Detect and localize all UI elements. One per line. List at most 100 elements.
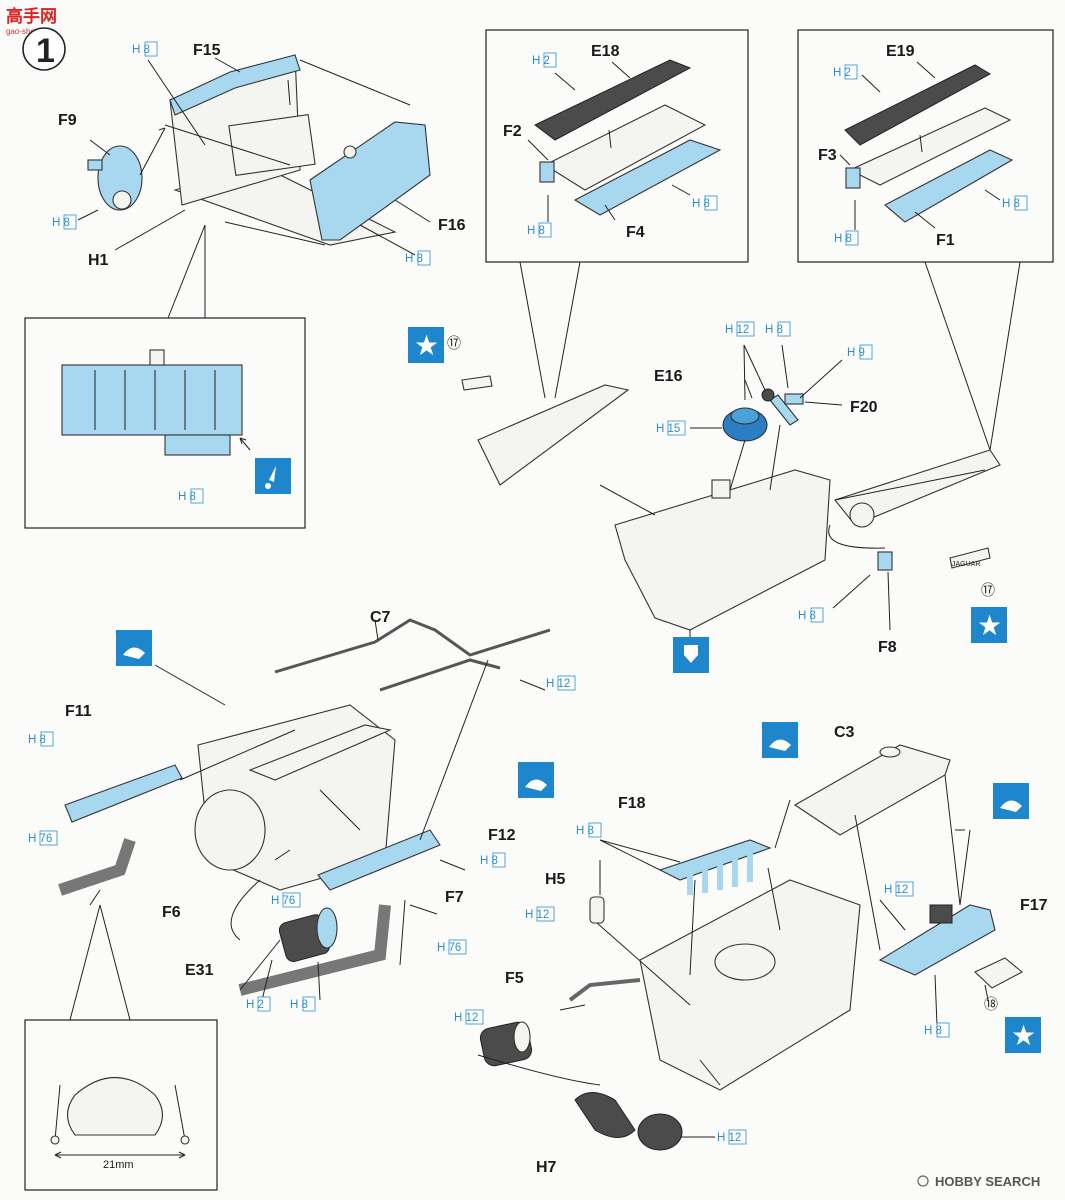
svg-text:H 8: H 8 bbox=[576, 825, 594, 837]
code-h12-d: H 12 bbox=[884, 881, 914, 897]
inset-engine-side bbox=[61, 349, 251, 456]
step-number: 1 bbox=[36, 32, 55, 70]
cam-cover-right bbox=[839, 61, 1014, 230]
code-h12-b: H 12 bbox=[546, 675, 576, 691]
label-h1: H1 bbox=[88, 252, 109, 269]
code-h8-c: H 8 bbox=[405, 250, 431, 266]
label-f20: F20 bbox=[850, 399, 878, 416]
svg-text:H 12: H 12 bbox=[454, 1012, 478, 1024]
svg-text:H 2: H 2 bbox=[532, 55, 550, 67]
detail-inset-2 bbox=[24, 1019, 218, 1191]
svg-text:H 8: H 8 bbox=[798, 610, 816, 622]
code-h8-e: H 8 bbox=[527, 222, 552, 238]
code-h8-b: H 8 bbox=[52, 214, 77, 230]
code-h8-h: H 8 bbox=[1002, 195, 1028, 211]
star-icon-c: ★ bbox=[1005, 1017, 1041, 1053]
code-h8-m: H 8 bbox=[290, 996, 316, 1012]
code-h2-a: H 2 bbox=[532, 52, 557, 68]
detail-box-cam-cover-left bbox=[485, 29, 749, 263]
svg-text:H 8: H 8 bbox=[52, 217, 70, 229]
svg-text:⑰: ⑰ bbox=[447, 335, 461, 351]
svg-text:★: ★ bbox=[414, 329, 439, 362]
svg-text:H 8: H 8 bbox=[405, 253, 423, 265]
label-f1: F1 bbox=[936, 232, 955, 249]
label-e19: E19 bbox=[886, 43, 915, 60]
part-e19 bbox=[844, 64, 992, 146]
cam-cover-right-installed bbox=[834, 449, 1001, 526]
code-h12-f: H 12 bbox=[717, 1129, 747, 1145]
code-h8-a: H 8 bbox=[132, 41, 158, 57]
label-f6: F6 bbox=[162, 904, 181, 921]
svg-text:H 15: H 15 bbox=[656, 423, 680, 435]
cap bbox=[343, 145, 357, 159]
label-f8: F8 bbox=[878, 639, 897, 656]
step-number-badge: 1 bbox=[22, 27, 66, 71]
cam-cover-left-installed bbox=[477, 384, 630, 486]
label-f5: F5 bbox=[505, 970, 524, 987]
svg-text:H 8: H 8 bbox=[28, 734, 46, 746]
svg-text:H 76: H 76 bbox=[28, 833, 52, 845]
svg-text:H 8: H 8 bbox=[527, 225, 545, 237]
decal-18: ⑱ bbox=[984, 996, 998, 1012]
part-f4 bbox=[573, 139, 722, 216]
part-f16 bbox=[309, 121, 431, 241]
bend-icon-d bbox=[993, 783, 1029, 819]
valley-tray bbox=[228, 114, 316, 176]
label-e18: E18 bbox=[591, 43, 620, 60]
code-h12-c: H 12 bbox=[525, 906, 555, 922]
bend-icon-c bbox=[762, 722, 798, 758]
code-h76-a: H 76 bbox=[28, 830, 58, 846]
leader bbox=[147, 59, 206, 146]
svg-text:H 12: H 12 bbox=[546, 678, 570, 690]
svg-text:★: ★ bbox=[1011, 1019, 1036, 1052]
svg-text:H 8: H 8 bbox=[765, 324, 783, 336]
svg-text:H 8: H 8 bbox=[178, 491, 196, 503]
code-h76-b: H 76 bbox=[271, 892, 301, 908]
label-e16: E16 bbox=[654, 368, 683, 385]
drill-icon bbox=[673, 637, 709, 673]
part-f5 bbox=[479, 1021, 533, 1067]
code-h8-o: H 8 bbox=[924, 1022, 950, 1038]
intake-assembly bbox=[477, 744, 1023, 1151]
part-f7 bbox=[238, 904, 391, 996]
part-f15 bbox=[169, 54, 301, 116]
decal-jaguar bbox=[949, 547, 991, 569]
svg-text:H 12: H 12 bbox=[725, 324, 749, 336]
label-c3: C3 bbox=[834, 724, 855, 741]
svg-text:H 8: H 8 bbox=[692, 198, 710, 210]
label-c7: C7 bbox=[370, 609, 391, 626]
star-icon-a: ★ bbox=[408, 327, 444, 363]
detail-inset-1 bbox=[24, 317, 306, 529]
svg-text:H 9: H 9 bbox=[847, 347, 865, 359]
part-f12 bbox=[317, 829, 441, 891]
svg-text:H 8: H 8 bbox=[924, 1025, 942, 1037]
part-f11 bbox=[64, 764, 183, 823]
part-f17 bbox=[878, 904, 996, 976]
code-h8-f: H 8 bbox=[692, 195, 718, 211]
svg-text:H 2: H 2 bbox=[833, 67, 851, 79]
label-f2: F2 bbox=[503, 123, 522, 140]
svg-text:⑱: ⑱ bbox=[984, 996, 998, 1012]
part-h5 bbox=[589, 896, 605, 924]
dimension-label: 21mm bbox=[103, 1159, 134, 1171]
code-h8-d: H 8 bbox=[178, 488, 204, 504]
code-h8-l: H 8 bbox=[480, 852, 506, 868]
code-h12-a: H 12 bbox=[725, 321, 755, 337]
label-f18: F18 bbox=[618, 795, 646, 812]
part-h7 bbox=[574, 1092, 683, 1151]
site-logo: 高手网 gao-shou.net bbox=[6, 6, 57, 36]
decal-jaguar-text: JAGUAR bbox=[952, 561, 980, 568]
part-e18 bbox=[534, 59, 692, 141]
code-h9: H 9 bbox=[847, 344, 873, 360]
bend-icon-a bbox=[116, 630, 152, 666]
label-h5: H5 bbox=[545, 871, 566, 888]
svg-text:H 8: H 8 bbox=[132, 44, 150, 56]
svg-text:H 8: H 8 bbox=[290, 999, 308, 1011]
label-h7: H7 bbox=[536, 1159, 557, 1176]
pipe-spacing-diagram bbox=[50, 1076, 190, 1159]
watermark-text: HOBBY SEARCH bbox=[935, 1174, 1040, 1189]
part-f9 bbox=[87, 145, 143, 211]
svg-text:H 12: H 12 bbox=[525, 909, 549, 921]
svg-text:H 76: H 76 bbox=[271, 895, 295, 907]
label-e31: E31 bbox=[185, 962, 214, 979]
